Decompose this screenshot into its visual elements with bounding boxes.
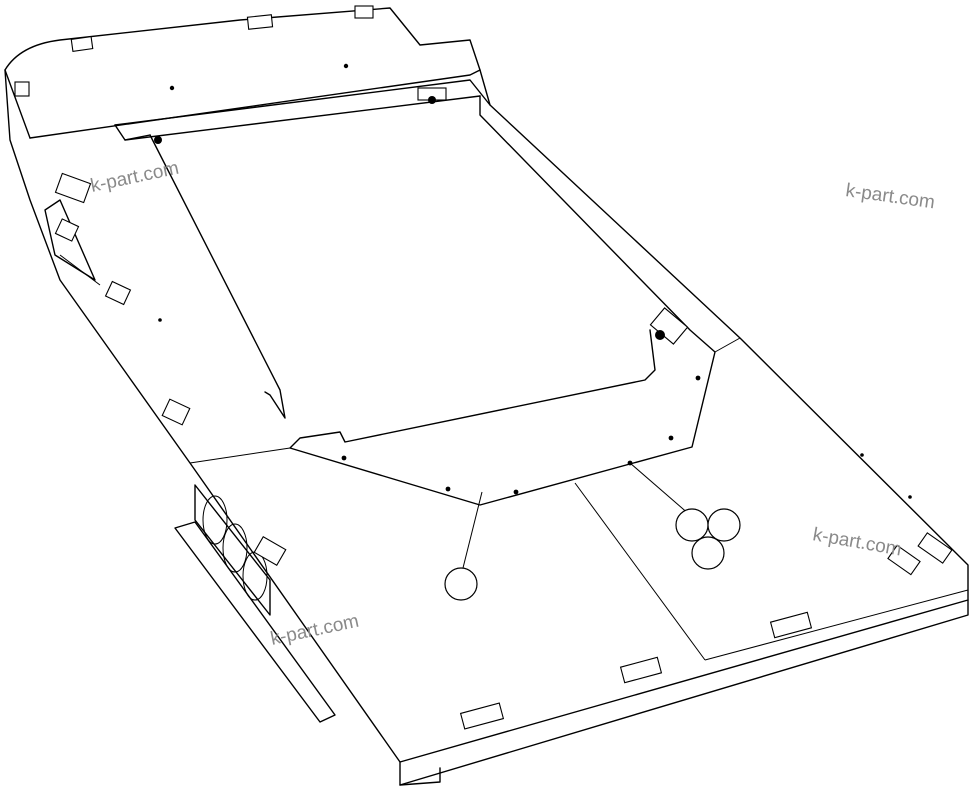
callouts [444, 462, 741, 601]
mounting-pads [14, 5, 953, 730]
watermark-1: k-part.com [89, 158, 181, 197]
side-bracket [174, 484, 336, 723]
callout-balloon-3 [707, 508, 741, 542]
callout-balloon-4 [691, 536, 725, 570]
panel-outline [4, 7, 969, 786]
fastener-dots [154, 63, 912, 499]
watermark-2: k-part.com [844, 180, 936, 213]
inner-opening [124, 95, 716, 506]
floor-seams [189, 337, 969, 661]
top-rail [4, 69, 491, 141]
callout-balloon-2 [675, 508, 709, 542]
watermark-4: k-part.com [269, 611, 361, 650]
callout-balloon-1 [444, 567, 478, 601]
watermark-3: k-part.com [811, 524, 903, 560]
left-flange [44, 199, 101, 286]
